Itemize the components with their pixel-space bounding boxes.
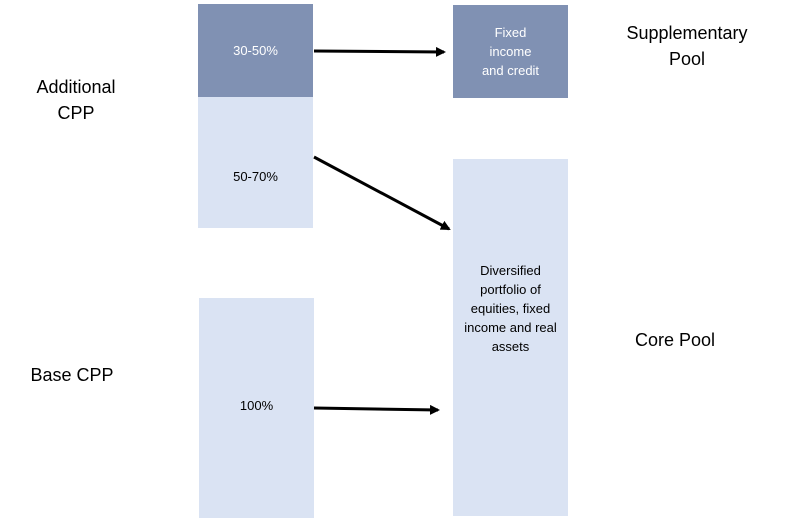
supplementary-pool-label-line1: Supplementary: [626, 23, 748, 43]
base-cpp-label: Base CPP: [30, 365, 114, 385]
additional-cpp-label-line2: CPP: [57, 103, 95, 123]
supplementary-pool-line3: and credit: [481, 63, 540, 78]
base-allocation-label: 100%: [239, 397, 274, 413]
additional-allocation-30-50-label: 30-50%: [233, 43, 278, 58]
additional-allocation-50-70-label: 50-70%: [233, 169, 278, 184]
arrow-to-supplementary: [313, 46, 446, 57]
core-pool-label: Core Pool: [634, 330, 716, 350]
core-pool-box: Diversified portfolio of equities, fixed…: [453, 159, 568, 516]
additional-cpp-label-line1: Additional: [36, 77, 116, 97]
additional-allocation-30-50-box: 30-50%: [198, 4, 313, 97]
core-pool-line2: portfolio of: [480, 282, 541, 297]
supplementary-pool-line2: income: [489, 44, 532, 59]
supplementary-pool-label: Supplementary Pool: [616, 20, 758, 72]
core-pool-line5: assets: [491, 339, 530, 354]
supplementary-pool-line1: Fixed: [494, 25, 527, 40]
arrow-base-to-core: [313, 404, 440, 415]
additional-cpp-label: Additional CPP: [24, 74, 128, 126]
core-pool-line4: income and real: [464, 320, 557, 335]
supplementary-pool-label-line2: Pool: [668, 49, 706, 69]
additional-allocation-50-70-box: 50-70%: [198, 97, 313, 228]
core-pool-line3: equities, fixed: [470, 301, 551, 316]
arrow-additional-to-core: [313, 155, 451, 231]
base-allocation-box: 100%: [199, 298, 314, 518]
supplementary-pool-box: Fixed income and credit: [453, 5, 568, 98]
core-pool-line1: Diversified: [480, 263, 541, 278]
